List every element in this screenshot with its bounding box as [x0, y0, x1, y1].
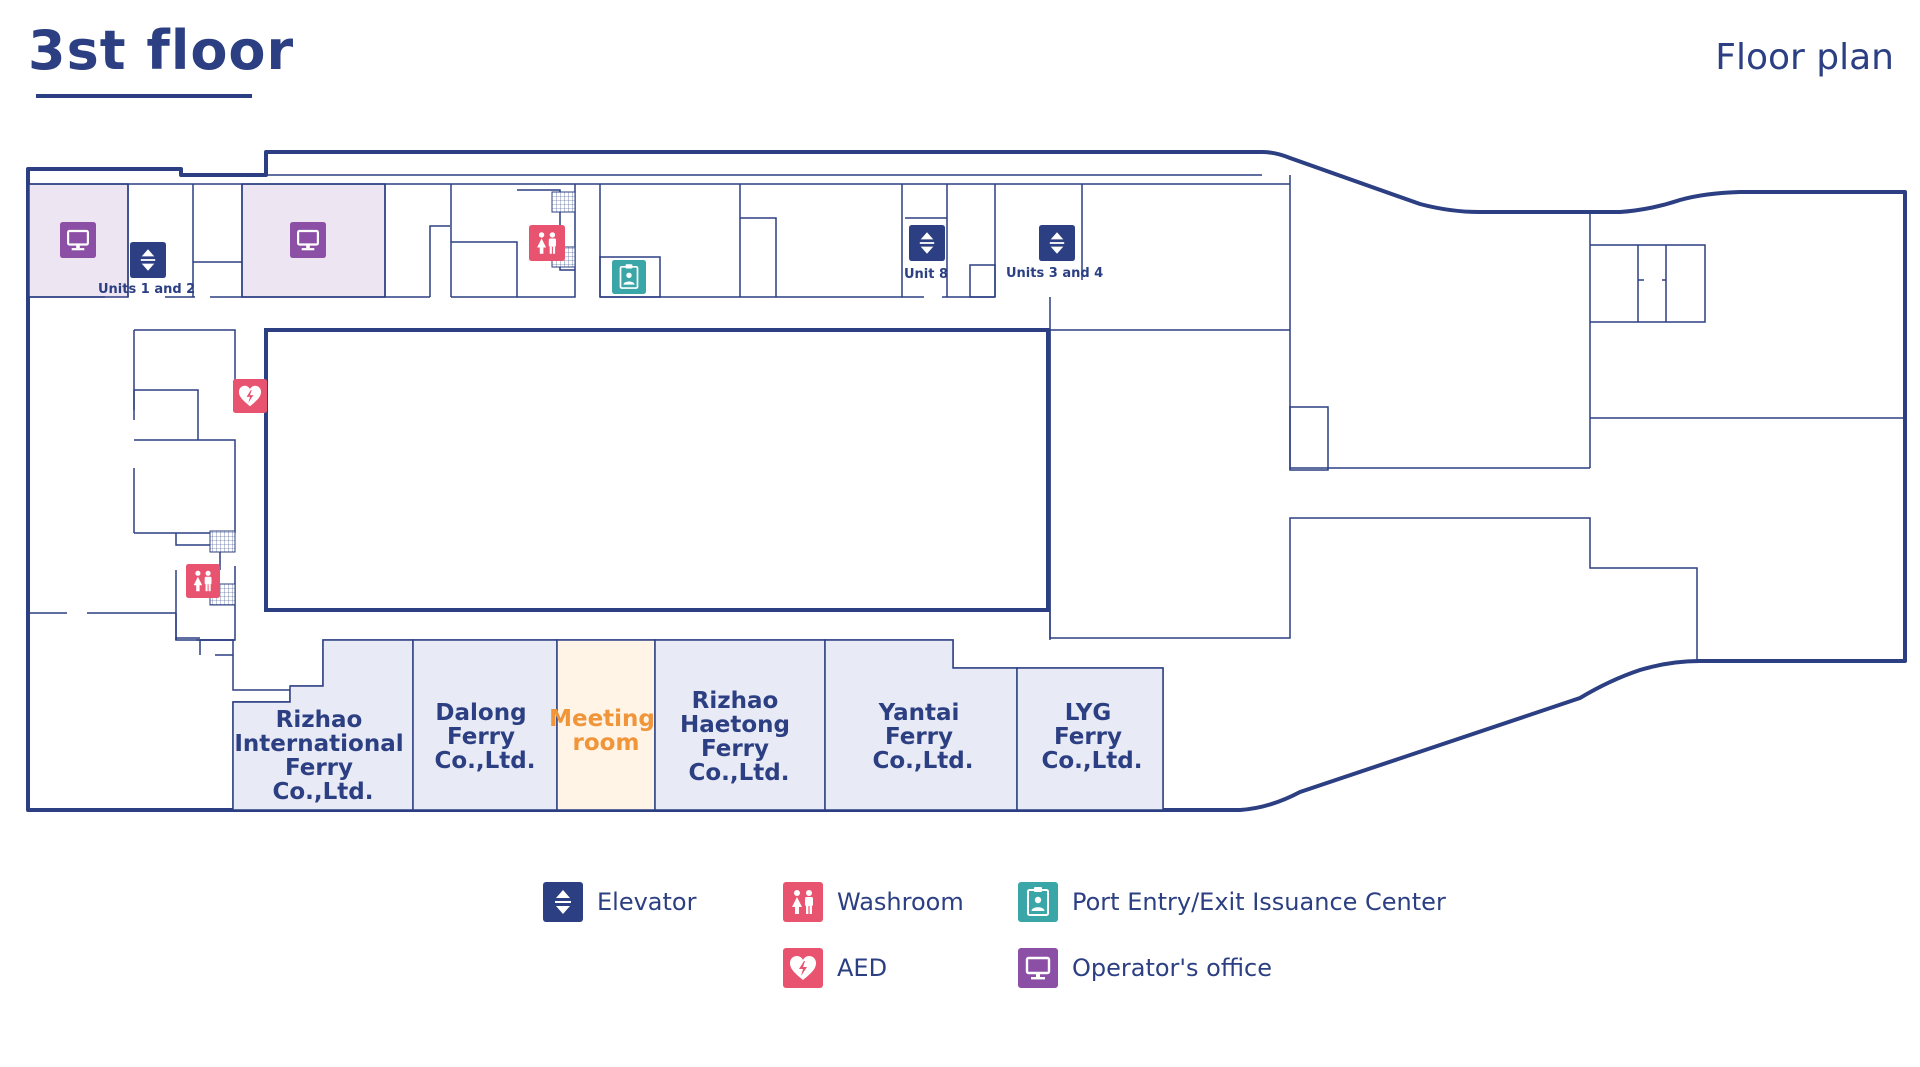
office-dalong-label: Dalong Ferry Co.,Ltd. [434, 700, 535, 774]
port-center-icon [1018, 882, 1058, 922]
office-lyg-area [1016, 667, 1164, 811]
central-atrium [264, 328, 1050, 612]
legend-port-center-label: Port Entry/Exit Issuance Center [1072, 888, 1446, 916]
legend-washroom: Washroom [783, 882, 964, 922]
port-center-icon[interactable] [612, 260, 646, 294]
stair-area-3 [209, 530, 236, 553]
office-rizhao-haetong-label: Rizhao Haetong Ferry Co.,Ltd. [680, 688, 798, 786]
legend-elevator: Elevator [543, 882, 696, 922]
legend-washroom-label: Washroom [837, 888, 964, 916]
elevator-icon [543, 882, 583, 922]
elevator-icon[interactable] [130, 242, 166, 278]
meeting-room-label: Meeting room [549, 706, 663, 756]
title-underline [36, 94, 252, 98]
elevator-label-unit-8: Unit 8 [904, 267, 948, 282]
washroom-icon[interactable] [186, 564, 220, 598]
washroom-icon[interactable] [529, 225, 565, 261]
building-outline [26, 150, 1907, 812]
operator-office-icon[interactable] [290, 222, 326, 258]
office-rizhao-international-label: Rizhao International Ferry Co.,Ltd. [234, 707, 411, 805]
office-rizhao-haetong-area [654, 639, 826, 811]
aed-icon[interactable] [233, 379, 267, 413]
legend-aed: AED [783, 948, 887, 988]
legend-elevator-label: Elevator [597, 888, 697, 916]
page-title: 3st floor [28, 19, 295, 82]
legend-port-center: Port Entry/Exit Issuance Center [1018, 882, 1446, 922]
legend-aed-label: AED [837, 954, 888, 982]
office-dalong-area [412, 639, 558, 811]
aed-icon [783, 948, 823, 988]
legend-operator-office-label: Operator's office [1072, 954, 1273, 982]
stair-area-1 [551, 191, 576, 213]
elevator-label-units-3-4: Units 3 and 4 [1006, 266, 1103, 281]
office-yantai-label: Yantai Ferry Co.,Ltd. [872, 700, 973, 774]
operator-office-icon [1018, 948, 1058, 988]
elevator-label-units-1-2: Units 1 and 2 [98, 282, 195, 297]
elevator-icon[interactable] [1039, 225, 1075, 261]
meeting-room-area [556, 639, 656, 811]
washroom-icon [783, 882, 823, 922]
page-subtitle: Floor plan [1715, 37, 1894, 78]
elevator-icon[interactable] [909, 225, 945, 261]
legend-operator-office: Operator's office [1018, 948, 1272, 988]
operator-office-icon[interactable] [60, 222, 96, 258]
office-lyg-label: LYG Ferry Co.,Ltd. [1041, 700, 1142, 774]
